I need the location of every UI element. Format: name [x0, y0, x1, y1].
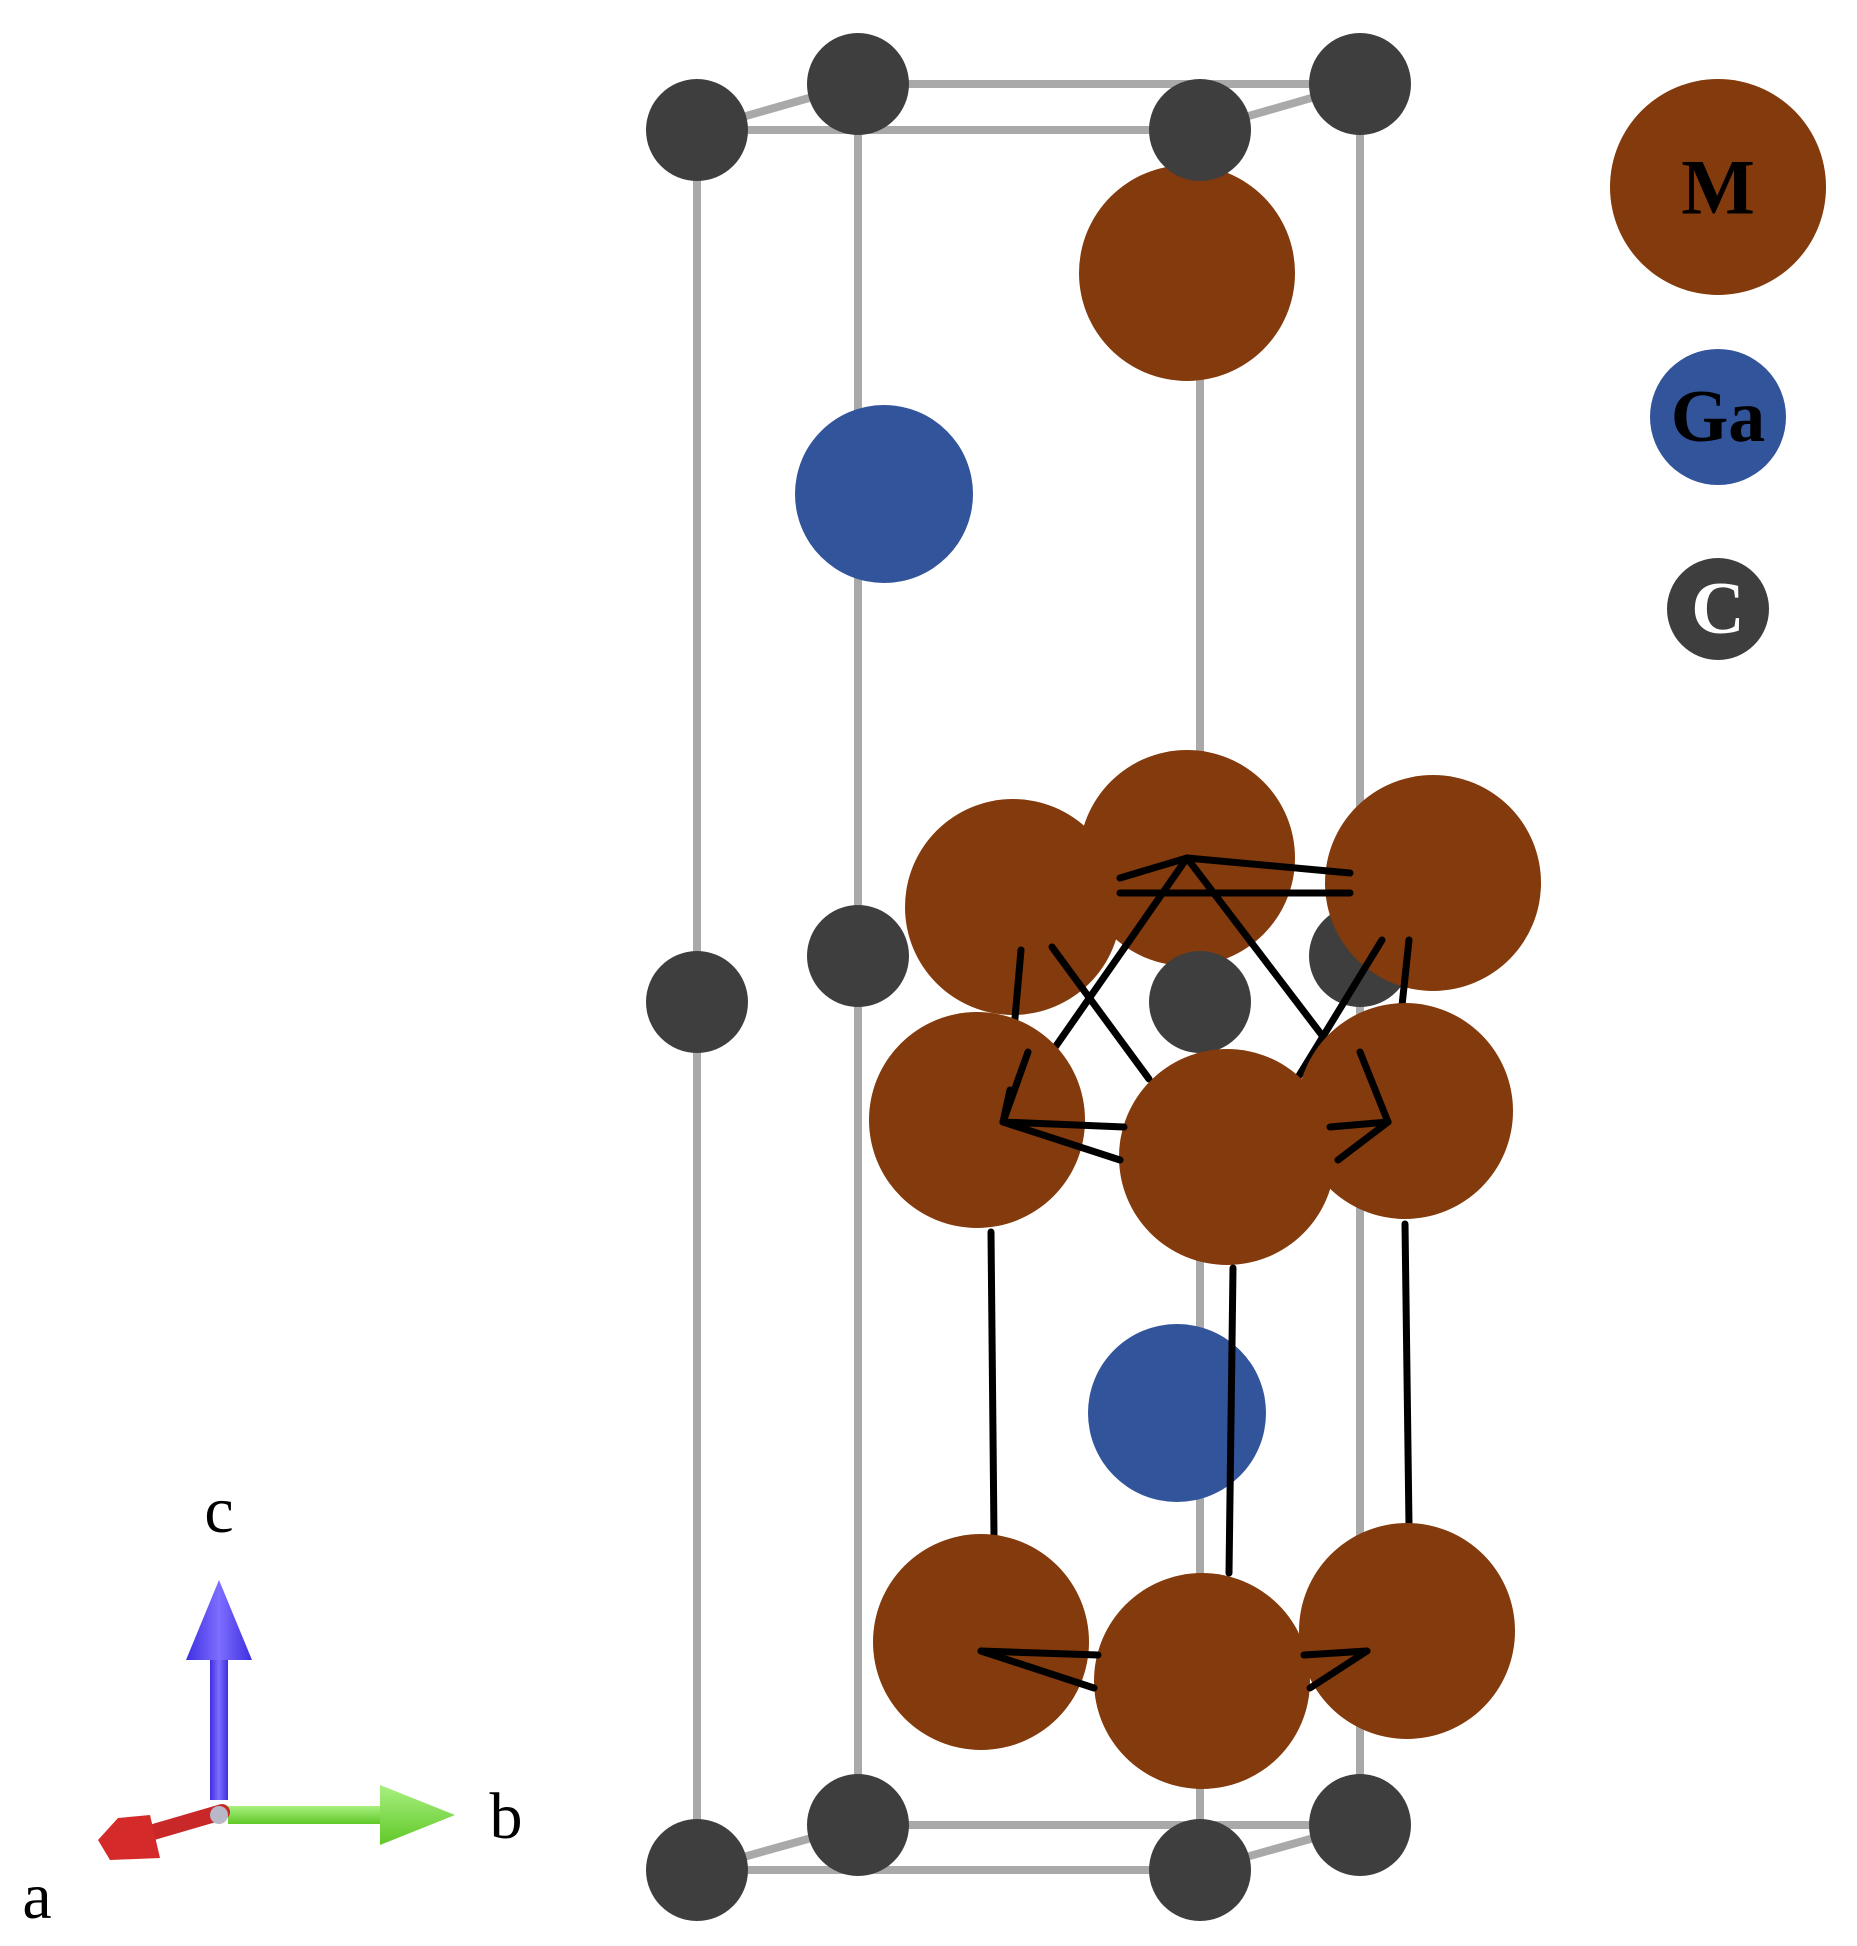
- c-atoms-mid: [646, 951, 1251, 1053]
- bond: [999, 1086, 1014, 1126]
- b-axis-label: b: [490, 1780, 523, 1853]
- m-atom: [873, 1534, 1089, 1750]
- bond: [999, 1118, 1128, 1131]
- bond: [1306, 1647, 1371, 1692]
- legend-m-swatch: [1610, 79, 1826, 295]
- bond: [1300, 1647, 1371, 1659]
- ga-atoms: [795, 405, 1266, 1502]
- m-atoms-base: [873, 1523, 1515, 1789]
- c-atom: [807, 905, 909, 1007]
- m-atom: [905, 799, 1121, 1015]
- c-axis-label: c: [204, 1474, 233, 1547]
- m-atom: [1119, 1049, 1335, 1265]
- legend-ga-label: Ga: [1671, 376, 1766, 458]
- bond: [1183, 854, 1354, 877]
- axes-indicator: c b a: [22, 1474, 522, 1933]
- legend-ga-swatch: [1650, 349, 1786, 485]
- bond: [999, 1118, 1124, 1164]
- a-axis-shaft: [142, 1804, 230, 1841]
- m-atom: [1297, 1003, 1513, 1219]
- m-atoms-octahedron: [905, 750, 1541, 1015]
- c-atom: [1149, 1819, 1251, 1921]
- m-atom: [1325, 775, 1541, 991]
- c-atoms-back: [807, 33, 1411, 1876]
- bonds-octahedron-lower: [999, 1048, 1392, 1164]
- bond: [1293, 936, 1386, 1083]
- a-axis-arrowhead: [98, 1815, 160, 1860]
- bond: [1326, 1118, 1392, 1131]
- m-atom: [1079, 165, 1295, 381]
- c-axis-shaft: [210, 1650, 228, 1800]
- ga-atom: [1088, 1324, 1266, 1502]
- m-atoms-octahedron-lower: [869, 1003, 1513, 1265]
- m-atom: [1299, 1523, 1515, 1739]
- legend-m-label: M: [1681, 144, 1755, 231]
- c-axis-arrowhead: [186, 1580, 252, 1660]
- c-atom: [1309, 33, 1411, 135]
- c-atom: [646, 79, 748, 181]
- c-atoms-front: [646, 79, 1251, 1921]
- c-atom: [1149, 951, 1251, 1053]
- c-atom: [1309, 1774, 1411, 1876]
- bond: [977, 1647, 1102, 1659]
- c-atom: [646, 1819, 748, 1921]
- c-atom: [807, 1774, 909, 1876]
- m-atom: [1094, 1573, 1310, 1789]
- bond: [1048, 943, 1153, 1083]
- c-atom: [646, 951, 748, 1053]
- bond: [1116, 854, 1191, 882]
- c-atom: [807, 33, 909, 135]
- bond: [1225, 1264, 1237, 1577]
- a-axis-label: a: [22, 1860, 51, 1933]
- m-atom: [869, 1012, 1085, 1228]
- bonds-base: [977, 1647, 1371, 1692]
- ga-atom: [795, 405, 973, 583]
- legend-c-label: C: [1691, 568, 1744, 650]
- bonds-vertical: [987, 1220, 1413, 1577]
- axes-origin: [210, 1806, 228, 1824]
- b-axis-arrowhead: [380, 1785, 455, 1845]
- bond: [1334, 1118, 1392, 1164]
- legend: M Ga C: [1610, 79, 1826, 660]
- bond: [1401, 1220, 1413, 1530]
- c-atom: [1149, 79, 1251, 181]
- b-axis-shaft: [228, 1806, 388, 1824]
- bond: [987, 1228, 998, 1541]
- legend-c-swatch: [1667, 558, 1769, 660]
- bond: [977, 1647, 1098, 1692]
- bond: [1356, 1048, 1392, 1126]
